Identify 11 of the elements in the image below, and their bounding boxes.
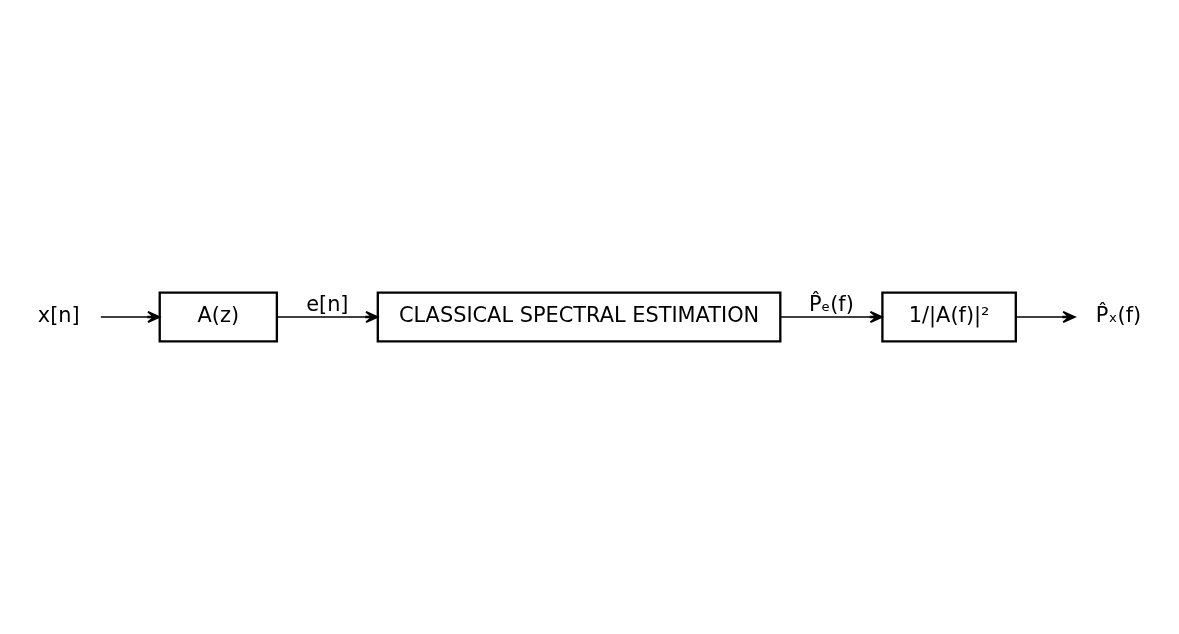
node-box: CLASSICAL SPECTRAL ESTIMATION [376,291,782,343]
node-text: P̂ₓ(f) [1095,303,1142,328]
node-text: x[n] [37,303,80,328]
arrow [779,310,883,324]
edge-label: e[n] [306,291,349,316]
arrow [276,310,379,324]
node-box: 1/|A(f)|² [881,291,1017,343]
edge-label: P̂ₑ(f) [808,291,854,316]
node-box: A(z) [158,291,279,343]
arrow [99,310,161,324]
arrow [1015,310,1076,324]
